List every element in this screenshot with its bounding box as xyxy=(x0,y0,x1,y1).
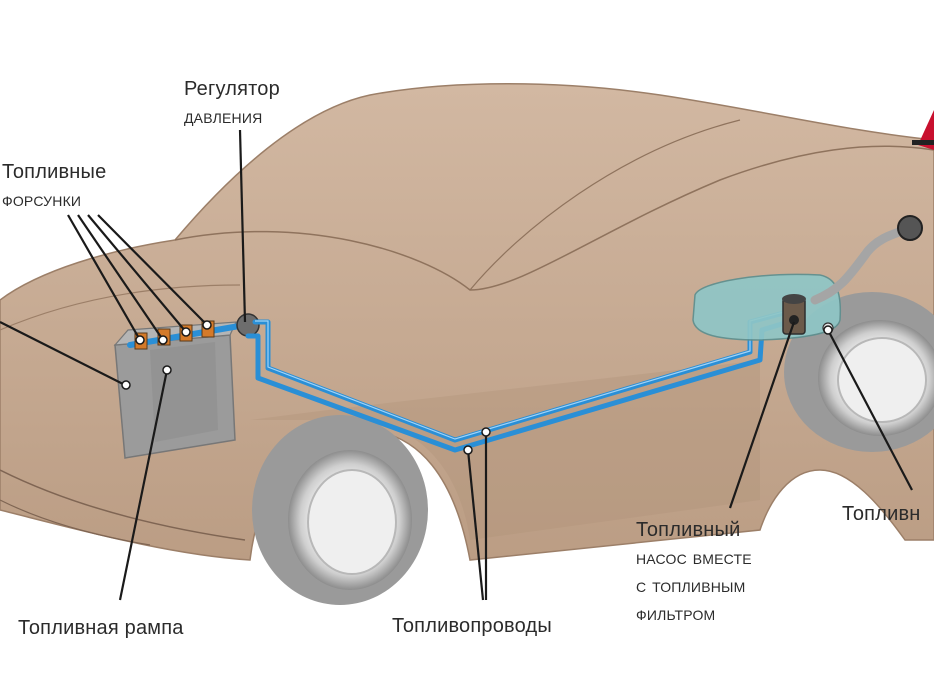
label-line: Топливная рампа xyxy=(18,617,184,639)
label-line: фильтром xyxy=(636,603,716,625)
label-line: Топливные xyxy=(2,161,107,183)
leader-lines xyxy=(0,129,913,601)
leader-dots xyxy=(121,320,833,455)
label-line: насос вместе xyxy=(636,547,752,569)
label-fuel-injectors: Топливные форсунки xyxy=(2,158,106,214)
label-line: с топливным xyxy=(636,575,746,597)
fuel-pump xyxy=(782,294,806,335)
label-line: Топливн xyxy=(842,503,921,525)
label-line: Регулятор xyxy=(184,78,280,100)
label-fuel-rail: Топливная рампа xyxy=(18,614,184,642)
label-fuel-pump: Топливный насос вместе с топливным фильт… xyxy=(636,516,752,628)
pressure-regulator xyxy=(236,313,260,337)
front-wheel xyxy=(252,415,428,605)
label-line: давления xyxy=(184,106,263,128)
label-fuel-lines: Топливопроводы xyxy=(392,612,552,640)
label-line: Топливопроводы xyxy=(392,615,552,637)
label-line: форсунки xyxy=(2,189,82,211)
warning-logo-icon xyxy=(912,110,934,150)
label-pressure-regulator: Регулятор давления xyxy=(184,75,280,131)
label-fuel-tank: Топливн xyxy=(842,500,921,528)
fuel-filler-cap xyxy=(897,215,923,241)
label-line: Топливный xyxy=(636,519,741,541)
